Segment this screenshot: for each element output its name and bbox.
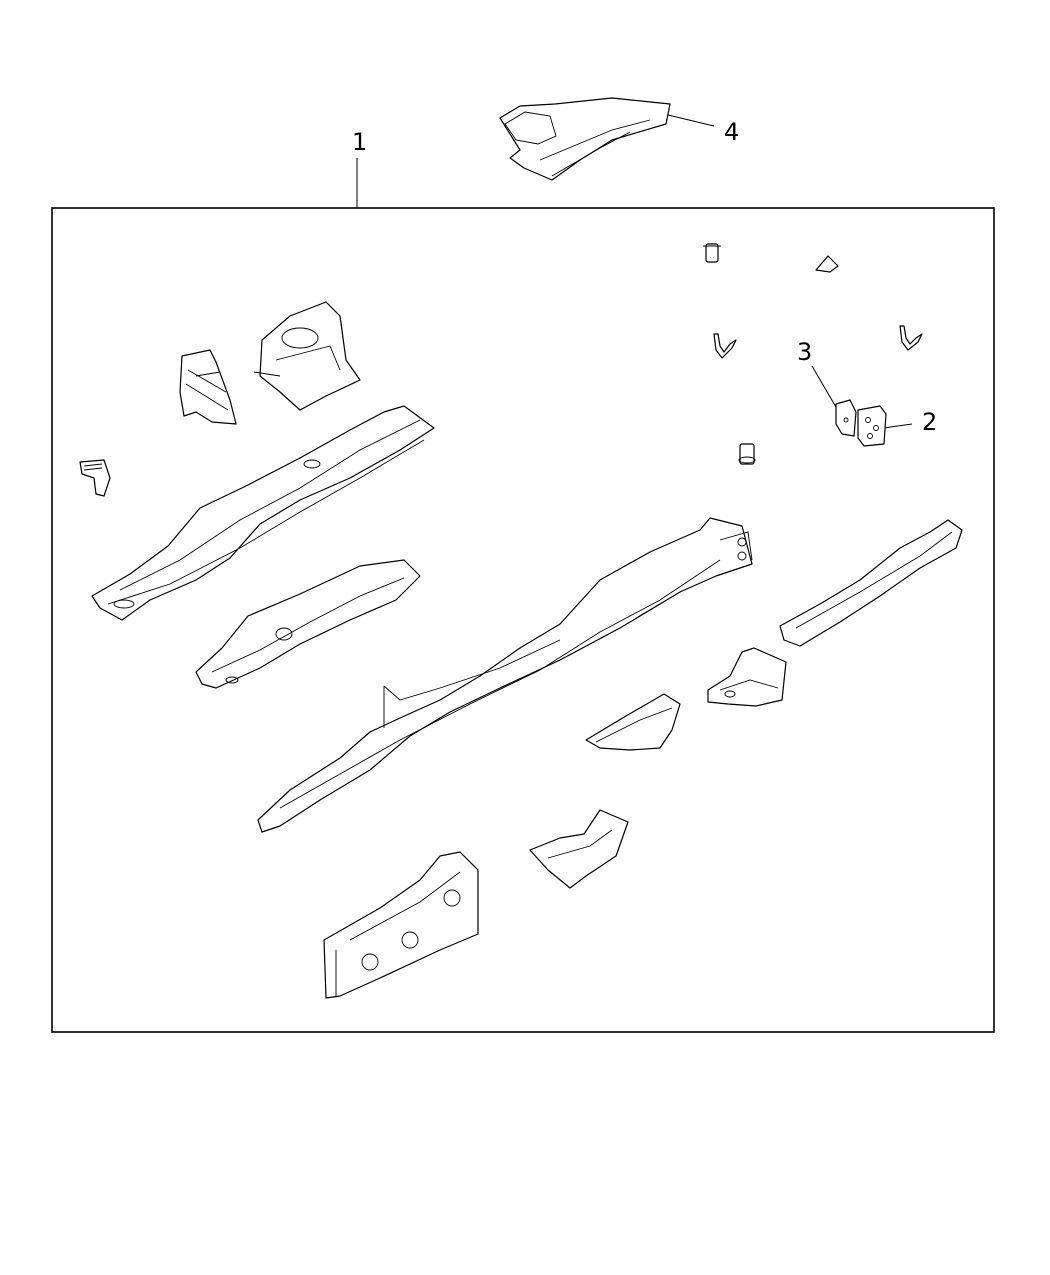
- callout-label-3[interactable]: 3: [797, 338, 812, 366]
- leader-line-4: [663, 113, 715, 127]
- assembly-frame-box: [51, 207, 995, 1033]
- clip-bracket-top[interactable]: [815, 255, 839, 273]
- shock-tower-housing[interactable]: [253, 301, 361, 411]
- right-rail-segment[interactable]: [779, 519, 963, 647]
- hook-clip-left[interactable]: [713, 333, 737, 359]
- center-left-rail[interactable]: [195, 559, 421, 689]
- fastener-nut-top[interactable]: [703, 243, 721, 263]
- tower-bracket[interactable]: [179, 349, 237, 425]
- callout-label-1[interactable]: 1: [352, 128, 367, 156]
- hook-clip-right[interactable]: [899, 325, 923, 351]
- small-tab-bracket[interactable]: [79, 459, 111, 497]
- left-frame-rail[interactable]: [91, 405, 435, 621]
- fastener-nut-mid[interactable]: [738, 443, 756, 465]
- callout-label-4[interactable]: 4: [724, 118, 739, 146]
- callout-label-2[interactable]: 2: [922, 408, 937, 436]
- leader-line-2: [883, 423, 913, 429]
- lower-angle-bracket[interactable]: [529, 809, 629, 889]
- main-frame-rail[interactable]: [257, 517, 753, 833]
- part-4-upper-panel[interactable]: [499, 97, 671, 181]
- part-3-bracket[interactable]: [835, 399, 857, 437]
- rear-mount-bracket[interactable]: [707, 647, 787, 707]
- part-2-plate-bracket[interactable]: [857, 405, 887, 447]
- lower-frame-bracket[interactable]: [323, 851, 479, 999]
- leader-line-3: [811, 365, 841, 415]
- center-support-bracket[interactable]: [585, 693, 681, 751]
